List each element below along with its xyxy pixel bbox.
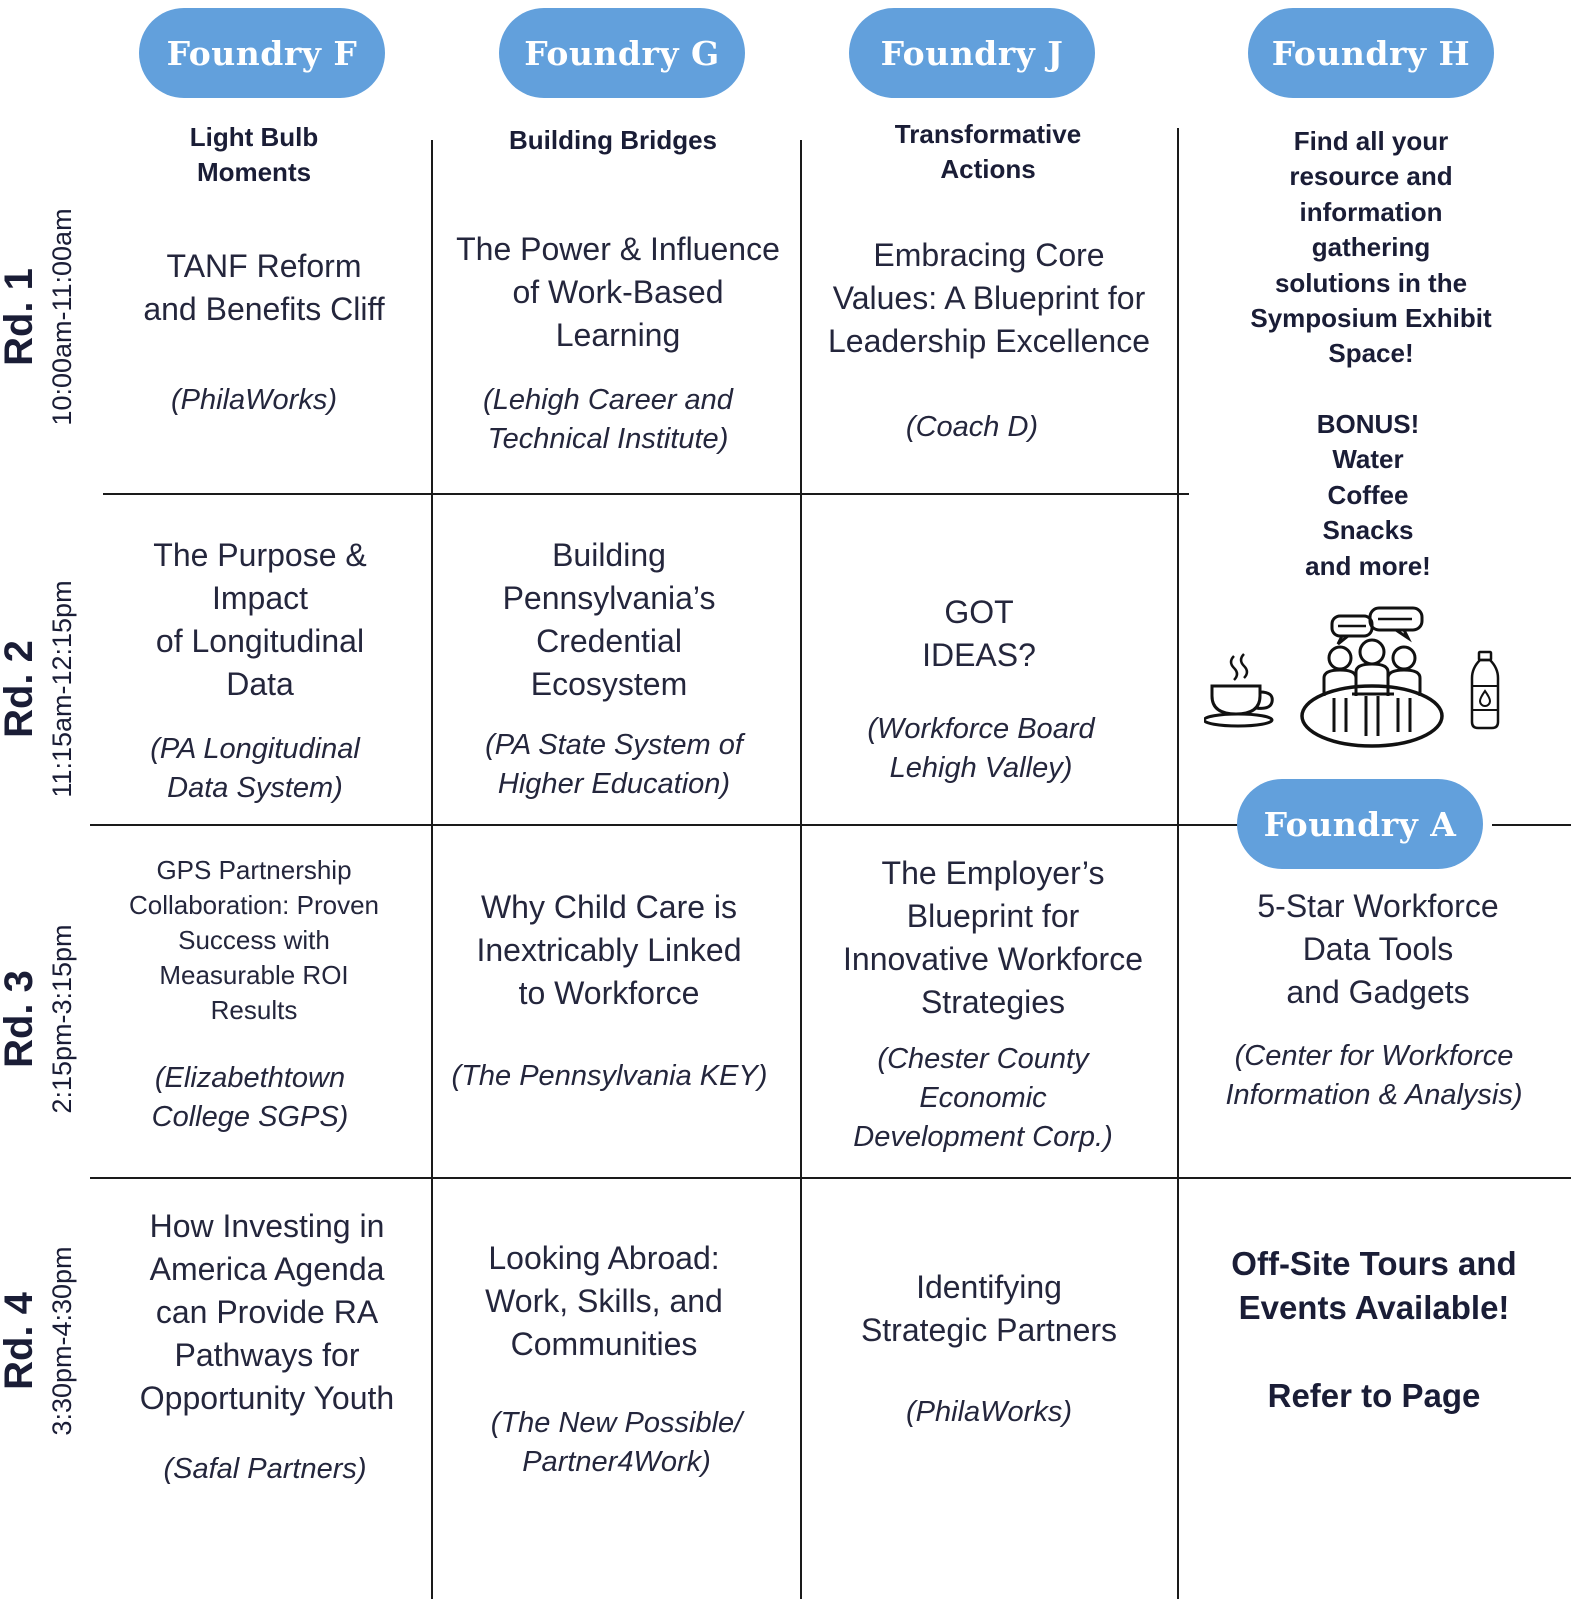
- session-organization: (PhilaWorks): [906, 1396, 1072, 1428]
- room-foundry-a: Foundry A: [1237, 779, 1483, 869]
- room-label: Foundry A: [1263, 804, 1457, 844]
- row-divider: [1492, 824, 1571, 826]
- row-divider: [90, 1177, 1571, 1179]
- round-number: Rd. 4: [0, 1292, 41, 1390]
- offsite-tours-notice: Off-Site Tours and Events Available!: [1231, 1245, 1517, 1326]
- water-bottle-icon: [1470, 650, 1500, 730]
- column-divider: [800, 140, 802, 1599]
- refer-to-page-note: Refer to Page: [1267, 1377, 1481, 1414]
- group-discussion-icon: [1300, 606, 1444, 748]
- session-organization: (Coach D): [905, 411, 1039, 443]
- room-foundry-h: Foundry H: [1248, 8, 1494, 98]
- room-foundry-j: Foundry J: [849, 8, 1095, 98]
- room-label: Foundry F: [166, 33, 358, 73]
- column-divider: [1177, 128, 1179, 1599]
- session-organization: (Safal Partners): [163, 1453, 367, 1485]
- room-label: Foundry J: [880, 33, 1064, 73]
- exhibit-info: Find all your resource and information g…: [1250, 126, 1492, 369]
- theme-building-bridges: Building Bridges: [509, 125, 717, 155]
- round-time: 3:30pm-4:30pm: [47, 1246, 77, 1436]
- round-4-label: Rd. 4 3:30pm-4:30pm: [0, 1061, 103, 1621]
- room-foundry-f: Foundry F: [139, 8, 385, 98]
- session-organization: (PhilaWorks): [171, 384, 337, 416]
- bonus-list: BONUS! Water Coffee Snacks and more!: [1305, 409, 1431, 581]
- coffee-cup-icon: [1204, 653, 1274, 728]
- room-label: Foundry H: [1271, 33, 1471, 73]
- row-divider: [103, 493, 1189, 495]
- column-divider: [431, 140, 433, 1599]
- session-organization: (The New Possible/Partner4Work): [490, 1407, 743, 1478]
- room-label: Foundry G: [524, 33, 720, 73]
- row-divider: [90, 824, 1238, 826]
- session-organization: (The Pennsylvania KEY): [451, 1060, 768, 1092]
- room-foundry-g: Foundry G: [499, 8, 745, 98]
